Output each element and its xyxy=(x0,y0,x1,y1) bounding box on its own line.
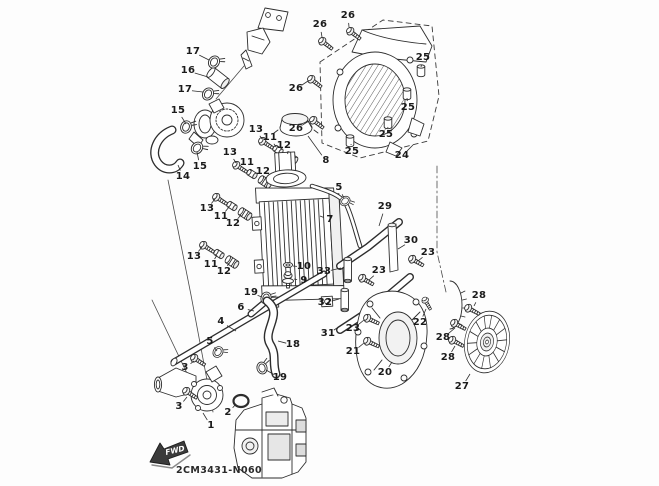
lower-hose-illustration xyxy=(254,296,281,379)
water-pump-illustration xyxy=(178,98,245,160)
part-callout: 15 xyxy=(192,161,208,172)
part-callout: 13 xyxy=(199,203,215,214)
part-callout: 26 xyxy=(340,10,356,21)
part-callout: 32 xyxy=(317,297,333,308)
fwd-arrow: FWD xyxy=(149,440,191,469)
part-callout: 13 xyxy=(248,124,264,135)
water-pipe-illustration xyxy=(170,270,328,367)
part-callout: 25 xyxy=(344,146,360,157)
fwd-arrow-label: FWD xyxy=(164,444,185,457)
part-callout: 11 xyxy=(262,132,278,143)
part-callout: 30 xyxy=(403,235,419,246)
part-callout: 13 xyxy=(186,251,202,262)
part-callout: 5 xyxy=(206,336,214,347)
part-callout: 28 xyxy=(471,290,487,301)
part-callout: 17 xyxy=(177,84,193,95)
part-callout: 12 xyxy=(225,218,241,229)
engine-block-illustration xyxy=(233,387,307,479)
part-callout: 9 xyxy=(300,275,308,286)
part-callout: 8 xyxy=(322,155,330,166)
part-callout: 2 xyxy=(224,407,232,418)
part-callout: 7 xyxy=(326,214,334,225)
part-callout: 14 xyxy=(175,171,191,182)
part-callout: 15 xyxy=(170,105,186,116)
overflow-hose-illustration xyxy=(309,183,363,249)
sensor-joint-illustration xyxy=(240,7,289,70)
fan-shroud-illustration xyxy=(305,19,440,159)
diagram-code: 2CM3431-N060 xyxy=(176,465,262,476)
part-callout: 27 xyxy=(454,381,470,392)
drain-bolt-illustration xyxy=(282,261,294,289)
part-callout: 29 xyxy=(377,201,393,212)
part-callout: 28 xyxy=(440,352,456,363)
part-callout: 12 xyxy=(216,266,232,277)
inlet-hose-illustration xyxy=(150,125,185,174)
part-callout: 25 xyxy=(378,129,394,140)
part-callout: 12 xyxy=(276,140,292,151)
part-callout: 26 xyxy=(312,19,328,30)
part-callout: 23 xyxy=(345,323,361,334)
part-callout: 13 xyxy=(222,147,238,158)
part-callout: 19 xyxy=(272,372,288,383)
part-callout: 25 xyxy=(400,102,416,113)
part-callout: 23 xyxy=(420,247,436,258)
part-callout: 11 xyxy=(213,211,229,222)
part-callout: 4 xyxy=(217,316,225,327)
fan-rotor-illustration xyxy=(446,302,510,374)
part-callout: 19 xyxy=(243,287,259,298)
outlet-hose-illustration xyxy=(199,51,230,105)
pipe-stay-illustration xyxy=(336,218,426,334)
part-callout: 1 xyxy=(207,420,215,431)
part-callout: 3 xyxy=(175,401,183,412)
part-callout: 28 xyxy=(435,332,451,343)
part-callout: 6 xyxy=(237,302,245,313)
part-callout: 5 xyxy=(335,182,343,193)
part-callout: 18 xyxy=(285,339,301,350)
part-callout: 31 xyxy=(320,328,336,339)
crankcase-cover-illustration xyxy=(354,280,467,389)
part-callout: 33 xyxy=(316,266,332,277)
part-callout: 3 xyxy=(181,362,189,373)
part-callout: 11 xyxy=(239,157,255,168)
part-callout: 26 xyxy=(288,83,304,94)
part-callout: 11 xyxy=(203,259,219,270)
part-callout: 23 xyxy=(371,265,387,276)
part-callout: 24 xyxy=(394,150,410,161)
part-callout: 20 xyxy=(377,367,393,378)
part-callout: 10 xyxy=(296,261,312,272)
part-callout: 22 xyxy=(412,317,428,328)
part-callout: 12 xyxy=(255,166,271,177)
part-callout: 16 xyxy=(180,65,196,76)
part-callout: 26 xyxy=(288,123,304,134)
part-callout: 17 xyxy=(185,46,201,57)
part-callout: 25 xyxy=(415,52,431,63)
housing-illustration xyxy=(153,352,250,412)
part-callout: 21 xyxy=(345,346,361,357)
